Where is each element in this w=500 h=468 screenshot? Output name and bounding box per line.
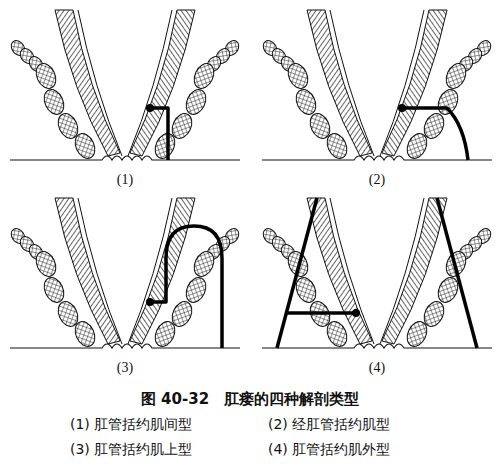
panel-drawing xyxy=(8,198,241,350)
fistula-track xyxy=(150,108,168,160)
skin-line xyxy=(10,344,240,348)
fistula-track xyxy=(150,226,222,348)
type-description: (4) 肛管括约肌外型 xyxy=(268,441,390,458)
panel-drawing xyxy=(8,10,241,162)
internal-sphincter xyxy=(130,198,195,344)
external-sphincter xyxy=(71,130,98,161)
external-sphincter xyxy=(292,86,319,117)
internal-sphincter xyxy=(130,10,195,156)
external-sphincter xyxy=(151,318,178,349)
fistula-track xyxy=(437,198,477,348)
panel-drawing xyxy=(260,198,493,350)
internal-opening xyxy=(146,104,154,112)
external-sphincter xyxy=(40,86,67,117)
type-description: (1) 肛管括约肌间型 xyxy=(70,416,192,433)
external-sphincter xyxy=(40,274,67,305)
internal-sphincter xyxy=(382,198,447,344)
internal-opening xyxy=(398,104,406,112)
external-sphincter xyxy=(190,248,217,279)
internal-sphincter xyxy=(382,10,447,156)
external-sphincter xyxy=(434,86,461,117)
skin-line xyxy=(262,344,492,348)
internal-sphincter xyxy=(307,10,372,156)
internal-opening xyxy=(352,309,360,317)
internal-sphincter xyxy=(307,198,372,344)
external-sphincter xyxy=(284,60,311,91)
type-description: (3) 肛管括约肌上型 xyxy=(70,441,192,458)
external-sphincter xyxy=(182,274,209,305)
type-description: (2) 经肛管括约肌型 xyxy=(268,416,390,433)
panel-number: (1) xyxy=(65,172,185,189)
panel-drawing xyxy=(260,10,493,162)
external-sphincter xyxy=(151,130,178,161)
external-sphincter xyxy=(32,248,59,279)
external-sphincter xyxy=(71,318,98,349)
internal-opening xyxy=(146,298,154,306)
fistula-track xyxy=(286,311,356,315)
skin-line xyxy=(10,156,240,160)
external-sphincter xyxy=(403,130,430,161)
external-sphincter xyxy=(323,130,350,161)
figure-caption: 图 40-32 肛瘘的四种解剖类型 xyxy=(0,390,500,408)
panel-number: (2) xyxy=(317,172,437,189)
external-sphincter xyxy=(190,60,217,91)
external-sphincter xyxy=(32,60,59,91)
panel-number: (3) xyxy=(65,360,185,377)
internal-sphincter xyxy=(55,198,120,344)
internal-sphincter xyxy=(55,10,120,156)
external-sphincter xyxy=(403,318,430,349)
skin-line xyxy=(262,156,492,160)
external-sphincter xyxy=(442,60,469,91)
external-sphincter xyxy=(182,86,209,117)
panel-number: (4) xyxy=(317,360,437,377)
fistula-track xyxy=(402,108,468,160)
external-sphincter xyxy=(323,318,350,349)
fistula-track xyxy=(277,198,317,348)
